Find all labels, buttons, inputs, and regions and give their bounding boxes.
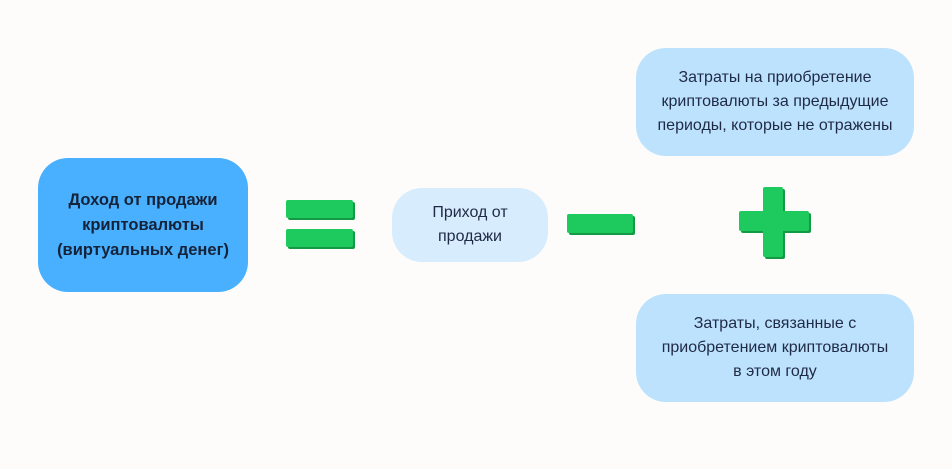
cost-current-box: Затраты, связанные с приобретением крипт… — [636, 294, 914, 402]
cost-previous-label: Затраты на приобретение криптовалюты за … — [657, 69, 893, 134]
cost-current-label: Затраты, связанные с приобретением крипт… — [661, 315, 889, 380]
equals-icon: = — [286, 200, 355, 249]
plus-icon: + — [739, 187, 811, 259]
income-label: Доход от продажи криптовалюты (виртуальн… — [57, 190, 229, 259]
cost-previous-box: Затраты на приобретение криптовалюты за … — [636, 48, 914, 156]
minus-icon: − — [567, 214, 635, 235]
proceeds-box: Приход от продажи — [392, 188, 548, 262]
income-box: Доход от продажи криптовалюты (виртуальн… — [38, 158, 248, 292]
proceeds-label: Приход от продажи — [432, 204, 508, 245]
